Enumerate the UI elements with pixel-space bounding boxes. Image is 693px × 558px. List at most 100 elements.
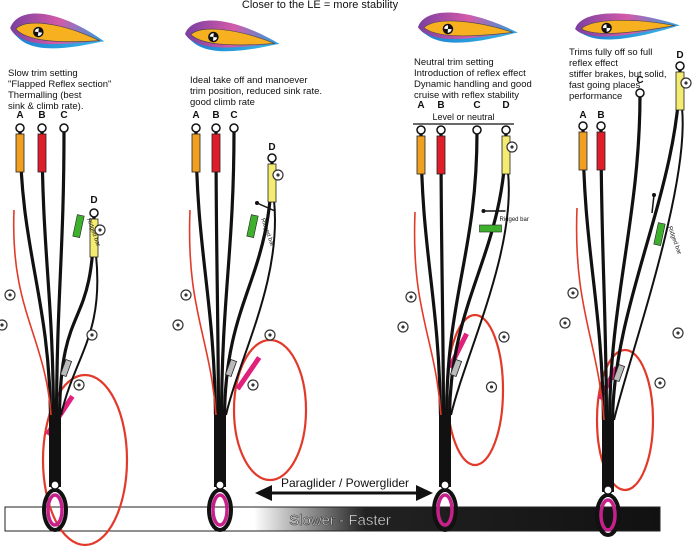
diagram-title: Closer to the LE = more stability: [242, 0, 399, 11]
pulley-hub: [98, 228, 101, 231]
riser-label-d: D: [676, 50, 683, 61]
riser-marker-d: [268, 164, 276, 202]
description-line: Introduction of reflex effect: [414, 68, 532, 79]
wing-profile-icon: [417, 11, 518, 46]
riser-strap-a: [20, 130, 51, 415]
description-line: trim position, reduced sink rate.: [190, 86, 322, 97]
riser-marker-a: [417, 136, 425, 174]
pulley-hub: [401, 325, 404, 328]
adjust-arrow-head: [652, 193, 656, 197]
ridged-bar: [480, 225, 502, 232]
riser-loop-icon: [473, 126, 481, 134]
ridged-bar: [247, 215, 258, 238]
description-line: "Flapped Reflex section": [8, 79, 111, 90]
description-line: sink & climb rate).: [8, 101, 111, 112]
riser-loop-icon: [16, 124, 24, 132]
riser-label-b: B: [212, 110, 219, 121]
panel-description-fast: Trims fully off so full reflex effect st…: [569, 47, 667, 102]
description-line: Dynamic handling and good: [414, 79, 532, 90]
ridged-bar: [73, 215, 84, 238]
riser-loop-icon: [417, 126, 425, 134]
main-riser-strap: [439, 415, 451, 487]
pulley-hub: [0, 323, 3, 326]
description-line: stiffer brakes, but solid,: [569, 69, 667, 80]
riser-marker-b: [38, 134, 46, 172]
riser-marker-a: [579, 132, 587, 170]
riser-marker-b: [437, 136, 445, 174]
ridged-bar-label: Ridged bar: [666, 226, 682, 256]
riser-label-c: C: [230, 110, 237, 121]
riser-label-b: B: [437, 100, 444, 111]
riser-label-a: A: [579, 110, 586, 121]
riser-strap-b: [216, 130, 219, 415]
riser-loop-icon: [502, 126, 510, 134]
pulley-hub: [276, 173, 279, 176]
riser-loop-icon: [230, 124, 238, 132]
riser-marker-b: [597, 132, 605, 170]
speed-bar-label: Slower - Faster: [289, 512, 391, 529]
pulley-hub: [510, 145, 513, 148]
description-line: Ideal take off and manoever: [190, 75, 322, 86]
riser-strap-a: [421, 132, 441, 415]
panel-description-ideal: Ideal take off and manoever trim positio…: [190, 75, 322, 108]
riser-strap-d: [450, 132, 507, 415]
riser-loop-icon: [38, 124, 46, 132]
adjust-arrow-head: [255, 201, 259, 205]
riser-marker-a: [16, 134, 24, 172]
riser-label-a: A: [417, 100, 424, 111]
riser-marker-d: [502, 136, 510, 174]
riser-loop-icon: [192, 124, 200, 132]
riser-strap-a: [196, 130, 216, 415]
pulley-hub: [77, 383, 80, 386]
pulley-hub: [8, 293, 11, 296]
pulley-icon: [216, 481, 224, 489]
pulley-hub: [490, 385, 493, 388]
ridged-bar-label: Ridged bar: [500, 217, 529, 223]
adjust-arrow-icon: [652, 195, 654, 213]
description-line: fast going places: [569, 80, 667, 91]
main-riser-strap: [602, 420, 614, 492]
pulley-hub: [658, 381, 661, 384]
riser-label-d: D: [90, 195, 97, 206]
riser-loop-icon: [579, 122, 587, 130]
riser-loop-icon: [437, 126, 445, 134]
riser-loop-icon: [597, 122, 605, 130]
riser-loop-icon: [268, 154, 276, 162]
riser-label-d: D: [268, 142, 275, 153]
riser-strap-b: [441, 132, 444, 415]
description-line: good climb rate: [190, 97, 322, 108]
adjust-arrow-icon: [257, 203, 275, 211]
brake-line-loop: [234, 340, 306, 480]
paraglider-arrow-icon: Paraglider / Powerglider: [255, 476, 433, 501]
pulley-hub: [176, 323, 179, 326]
pulley-hub: [676, 331, 679, 334]
wing-profile-icon: [8, 10, 107, 57]
riser-marker-a: [192, 134, 200, 172]
pulley-hub: [502, 335, 505, 338]
adjust-arrow-head: [482, 209, 486, 213]
description-line: Trims fully off so full: [569, 47, 667, 58]
riser-label-a: A: [192, 110, 199, 121]
pulley-hub: [563, 321, 566, 324]
pulley-hub: [684, 81, 687, 84]
speed-bar: Slower - Faster: [5, 507, 660, 531]
riser-marker-d: [676, 72, 684, 110]
riser-label-d: D: [502, 100, 509, 111]
riser-loop-icon: [212, 124, 220, 132]
wing-profile-icon: [575, 11, 681, 41]
pulley-hub: [571, 291, 574, 294]
pulley-hub: [251, 383, 254, 386]
riser-label-b: B: [597, 110, 604, 121]
main-riser-strap: [214, 415, 226, 487]
pulley-icon: [441, 481, 449, 489]
description-line: cruise with reflex stability: [414, 90, 532, 101]
panel-description-neutral: Neutral trim setting Introduction of ref…: [414, 57, 532, 101]
description-line: Neutral trim setting: [414, 57, 532, 68]
description-line: Slow trim setting: [8, 68, 111, 79]
riser-loop-icon: [90, 209, 98, 217]
riser-marker-b: [212, 134, 220, 172]
level-label: Level or neutral: [432, 112, 494, 122]
riser-loop-icon: [60, 124, 68, 132]
description-line: performance: [569, 91, 667, 102]
description-line: Thermalling (best: [8, 90, 111, 101]
